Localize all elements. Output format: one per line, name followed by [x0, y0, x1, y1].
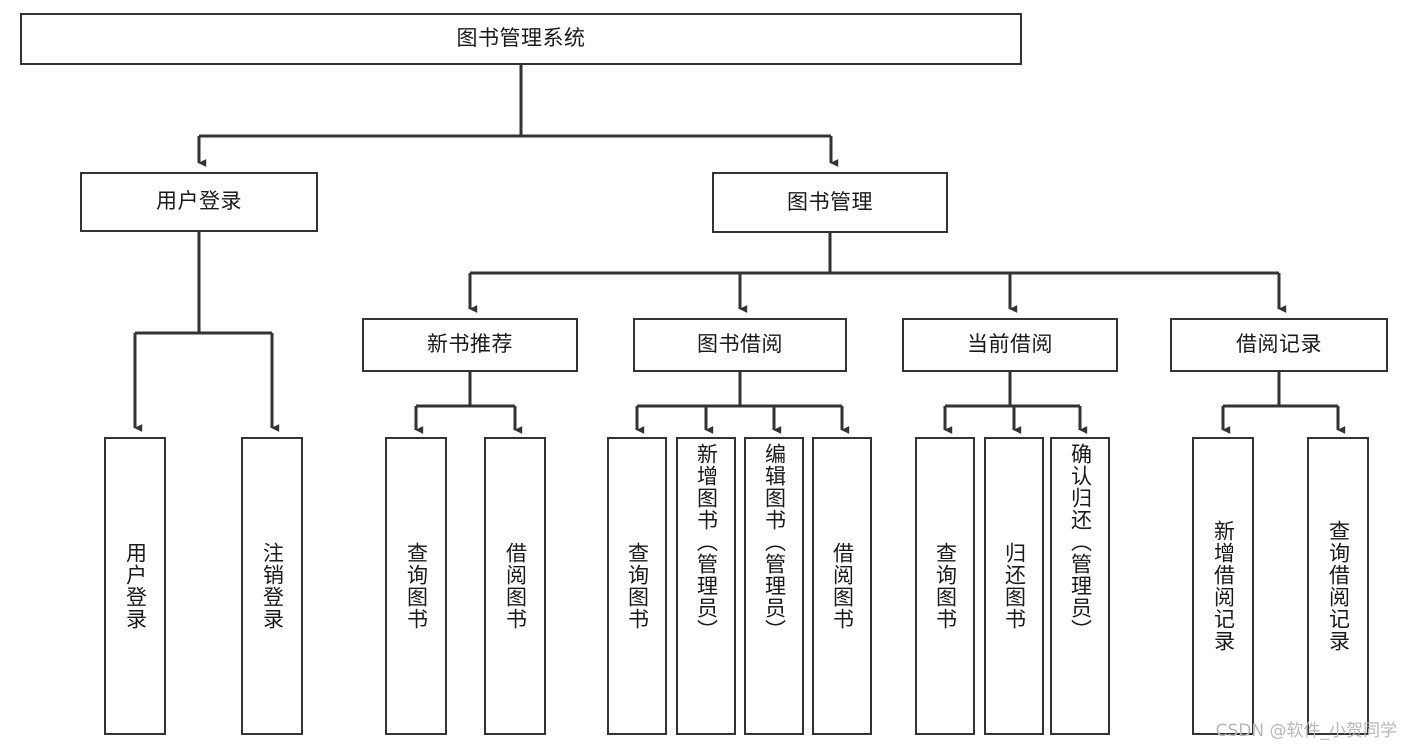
node-user-login[interactable]: 用户登录 — [80, 172, 318, 232]
node-book-manage-label: 图书管理 — [787, 189, 873, 214]
watermark-text: CSDN @软件_小贺同学 — [1215, 721, 1397, 741]
node-leaf-return-book[interactable]: 归还图书 — [984, 437, 1044, 735]
node-leaf-query-book-1[interactable]: 查询图书 — [385, 437, 447, 735]
node-leaf-user-logout-label: 注销登录 — [260, 542, 285, 630]
node-leaf-add-record[interactable]: 新增借阅记录 — [1192, 437, 1254, 735]
node-root-label: 图书管理系统 — [456, 26, 586, 51]
node-leaf-user-logout[interactable]: 注销登录 — [241, 437, 303, 735]
node-leaf-query-book-3[interactable]: 查询图书 — [915, 437, 975, 735]
node-leaf-add-book-label: 新增图书（管理员） — [694, 443, 719, 641]
node-borrow-record-label: 借阅记录 — [1236, 332, 1322, 357]
node-new-book-rec-label: 新书推荐 — [427, 332, 513, 357]
node-leaf-query-record-label: 查询借阅记录 — [1326, 520, 1351, 652]
node-borrow-record[interactable]: 借阅记录 — [1170, 318, 1388, 372]
node-root[interactable]: 图书管理系统 — [20, 13, 1022, 65]
node-leaf-query-book-3-label: 查询图书 — [933, 542, 958, 630]
node-leaf-borrow-book-1-label: 借阅图书 — [503, 542, 528, 630]
node-leaf-confirm-return[interactable]: 确认归还（管理员） — [1050, 437, 1110, 735]
node-leaf-add-record-label: 新增借阅记录 — [1211, 520, 1236, 652]
node-leaf-borrow-book-2[interactable]: 借阅图书 — [812, 437, 872, 735]
node-current-borrow[interactable]: 当前借阅 — [902, 318, 1118, 372]
node-leaf-edit-book[interactable]: 编辑图书（管理员） — [744, 437, 804, 735]
node-leaf-query-book-1-label: 查询图书 — [404, 542, 429, 630]
node-leaf-return-book-label: 归还图书 — [1002, 542, 1027, 630]
node-leaf-confirm-return-label: 确认归还（管理员） — [1068, 443, 1093, 641]
node-leaf-add-book[interactable]: 新增图书（管理员） — [676, 437, 736, 735]
node-book-manage[interactable]: 图书管理 — [712, 172, 948, 233]
node-leaf-edit-book-label: 编辑图书（管理员） — [762, 443, 787, 641]
node-leaf-query-book-2-label: 查询图书 — [625, 542, 650, 630]
node-book-borrow-label: 图书借阅 — [697, 332, 783, 357]
node-leaf-user-login[interactable]: 用户登录 — [104, 437, 166, 735]
node-new-book-rec[interactable]: 新书推荐 — [362, 318, 578, 372]
node-current-borrow-label: 当前借阅 — [967, 332, 1053, 357]
node-leaf-query-record[interactable]: 查询借阅记录 — [1307, 437, 1369, 735]
node-leaf-user-login-label: 用户登录 — [123, 542, 148, 630]
node-user-login-label: 用户登录 — [156, 189, 242, 214]
node-book-borrow[interactable]: 图书借阅 — [633, 318, 847, 372]
node-leaf-borrow-book-1[interactable]: 借阅图书 — [484, 437, 546, 735]
node-leaf-borrow-book-2-label: 借阅图书 — [830, 542, 855, 630]
node-leaf-query-book-2[interactable]: 查询图书 — [607, 437, 667, 735]
